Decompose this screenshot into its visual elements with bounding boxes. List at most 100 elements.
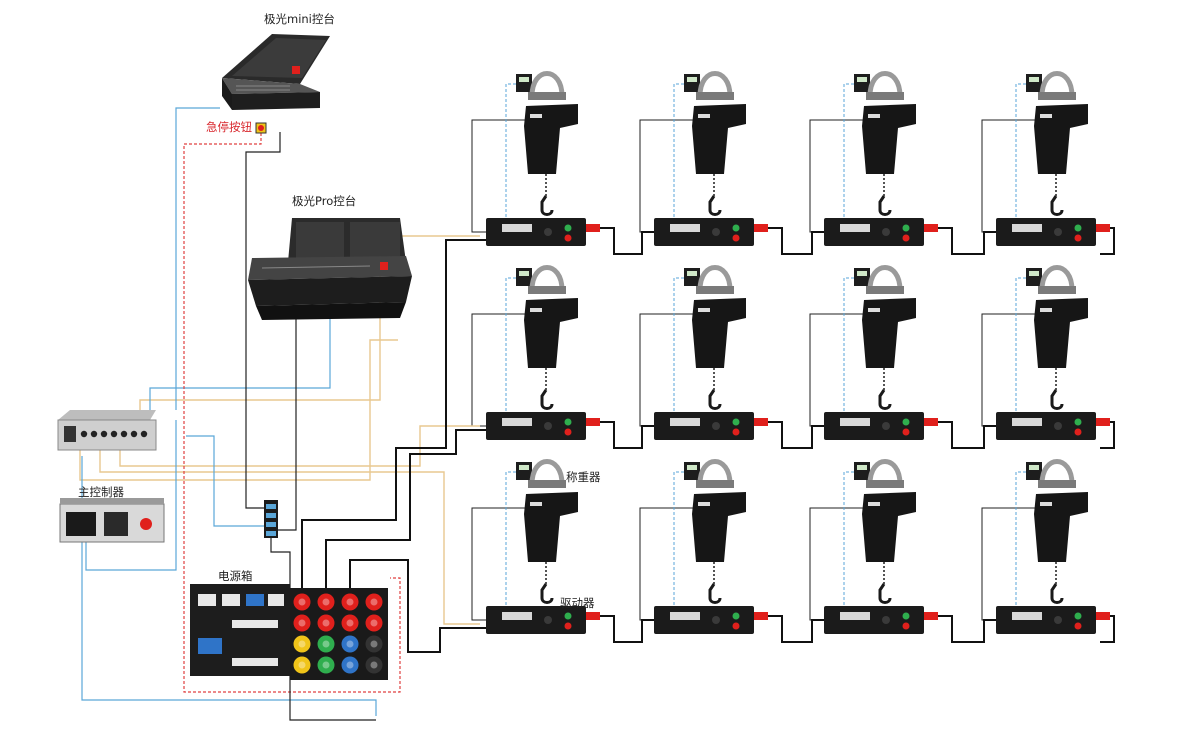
pro-console-label: 极光Pro控台: [292, 194, 357, 208]
distribution-port: [140, 430, 148, 438]
power-plug: [924, 224, 938, 232]
hoist-unit: [486, 265, 600, 440]
power-plug: [754, 612, 768, 620]
power-socket: [293, 635, 311, 653]
power-socket: [365, 593, 383, 611]
chain-hoist-body: [524, 104, 578, 174]
hook: [1050, 583, 1064, 604]
power-plug: [1096, 418, 1110, 426]
chain-hoist-body: [1034, 298, 1088, 368]
distribution-unit: [57, 410, 157, 451]
shackle: [1039, 459, 1075, 485]
hook: [878, 583, 892, 604]
shackle: [697, 459, 733, 485]
hook: [540, 195, 554, 216]
chain-hoist-body: [862, 492, 916, 562]
chain-hoist-body: [692, 298, 746, 368]
driver-box: [486, 218, 586, 246]
power-plug: [924, 612, 938, 620]
pro-console: [248, 218, 412, 320]
driver-box: [486, 606, 586, 634]
chain-hoist-body: [1034, 492, 1088, 562]
hoist-unit: [824, 71, 938, 246]
load-cell-display: [1026, 462, 1042, 480]
mini-console: [222, 34, 330, 110]
driver-box: [486, 412, 586, 440]
power-box: [190, 584, 290, 676]
power-socket: [293, 656, 311, 674]
load-cell-display: [516, 74, 532, 92]
load-cell-label: 称重器: [566, 470, 601, 484]
thin-cables: [79, 83, 1036, 721]
hoist-unit: [996, 459, 1110, 634]
distribution-port: [80, 430, 88, 438]
driver-box: [824, 218, 924, 246]
shackle: [529, 265, 565, 291]
shackle: [697, 71, 733, 97]
hoist-unit: [996, 265, 1110, 440]
mini-console-label: 极光mini控台: [264, 12, 335, 26]
power-plug: [586, 224, 600, 232]
hoist-unit: [654, 71, 768, 246]
load-cell-display: [684, 462, 700, 480]
shackle: [867, 459, 903, 485]
power-socket: [365, 656, 383, 674]
driver-box: [824, 412, 924, 440]
shackle: [697, 265, 733, 291]
chain-hoist-body: [1034, 104, 1088, 174]
hook: [708, 583, 722, 604]
socket-panel: [290, 588, 388, 680]
emergency-stop-box: [255, 122, 267, 134]
load-cell-display: [516, 268, 532, 286]
hook: [878, 389, 892, 410]
hoist-unit: [824, 265, 938, 440]
hook: [708, 195, 722, 216]
load-cell-display: [1026, 74, 1042, 92]
main-controller-label: 主控制器: [78, 485, 124, 499]
hoist-unit: [996, 71, 1110, 246]
power-socket: [341, 614, 359, 632]
hoist-unit: [486, 459, 600, 634]
power-plug: [1096, 612, 1110, 620]
driver-box: [996, 412, 1096, 440]
power-plug: [754, 418, 768, 426]
hook: [708, 389, 722, 410]
power-socket: [317, 635, 335, 653]
chain-hoist-body: [524, 298, 578, 368]
power-plug: [1096, 224, 1110, 232]
distribution-port: [130, 430, 138, 438]
power-socket: [341, 656, 359, 674]
chain-hoist-body: [692, 104, 746, 174]
main-controller-box: [59, 498, 165, 543]
hoist-unit: [654, 459, 768, 634]
load-cell-display: [854, 462, 870, 480]
hook: [878, 195, 892, 216]
hook: [540, 583, 554, 604]
power-socket: [365, 614, 383, 632]
hoist-unit: [654, 265, 768, 440]
emergency-stop-label: 急停按钮: [206, 120, 252, 134]
power-plug: [586, 612, 600, 620]
driver-box: [654, 412, 754, 440]
hook: [1050, 195, 1064, 216]
power-socket: [293, 614, 311, 632]
distribution-port: [110, 430, 118, 438]
power-socket: [317, 593, 335, 611]
hoist-array: [486, 71, 1110, 634]
distribution-port: [90, 430, 98, 438]
driver-box: [654, 606, 754, 634]
hoist-unit: [824, 459, 938, 634]
load-cell-display: [516, 462, 532, 480]
power-socket: [293, 593, 311, 611]
shackle: [867, 71, 903, 97]
shackle: [529, 71, 565, 97]
power-plug: [754, 224, 768, 232]
load-cell-display: [854, 268, 870, 286]
splitter-box: [264, 500, 278, 538]
power-cables: [301, 227, 1115, 653]
chain-hoist-body: [862, 104, 916, 174]
power-box-label: 电源箱: [218, 569, 253, 583]
driver-box: [996, 218, 1096, 246]
